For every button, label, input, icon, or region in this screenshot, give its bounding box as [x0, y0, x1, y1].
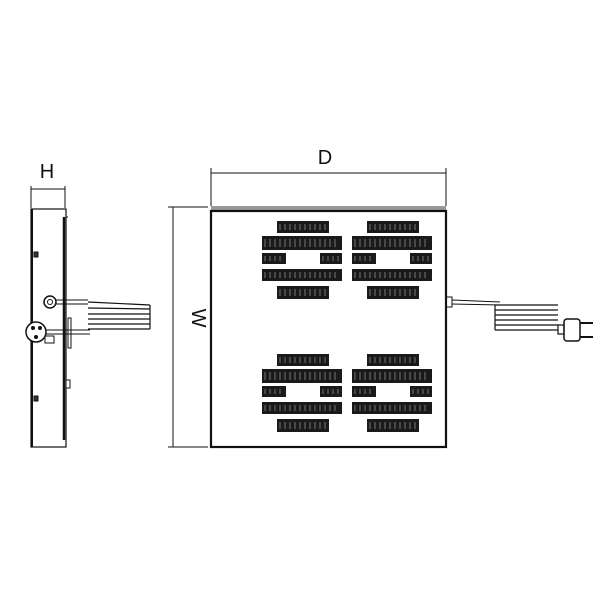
height-label: H: [40, 161, 54, 183]
led-strip: [262, 236, 342, 250]
led-strip: [262, 269, 342, 281]
led-strip: [352, 402, 432, 414]
led-strip: [262, 369, 342, 383]
led-module-1: [262, 221, 342, 299]
led-strip: [352, 253, 376, 264]
led-module-2: [352, 221, 432, 299]
led-strip: [262, 402, 342, 414]
depth-label: D: [318, 147, 332, 169]
led-strip: [320, 253, 342, 264]
side-view: [25, 186, 151, 448]
fixture-panel: [209, 209, 448, 449]
front-view: [168, 168, 593, 449]
led-strip: [262, 253, 286, 264]
led-module-3: [262, 354, 342, 432]
led-strip: [352, 369, 432, 383]
plug-icon: [563, 318, 581, 342]
width-label: W: [187, 309, 209, 328]
led-strip: [410, 253, 432, 264]
led-module-4: [352, 354, 432, 432]
led-strip: [262, 386, 286, 397]
led-strip: [320, 386, 342, 397]
led-strip: [352, 386, 376, 397]
led-strip: [352, 269, 432, 281]
led-modules: [262, 221, 432, 432]
led-strip: [410, 386, 432, 397]
led-strip: [352, 236, 432, 250]
